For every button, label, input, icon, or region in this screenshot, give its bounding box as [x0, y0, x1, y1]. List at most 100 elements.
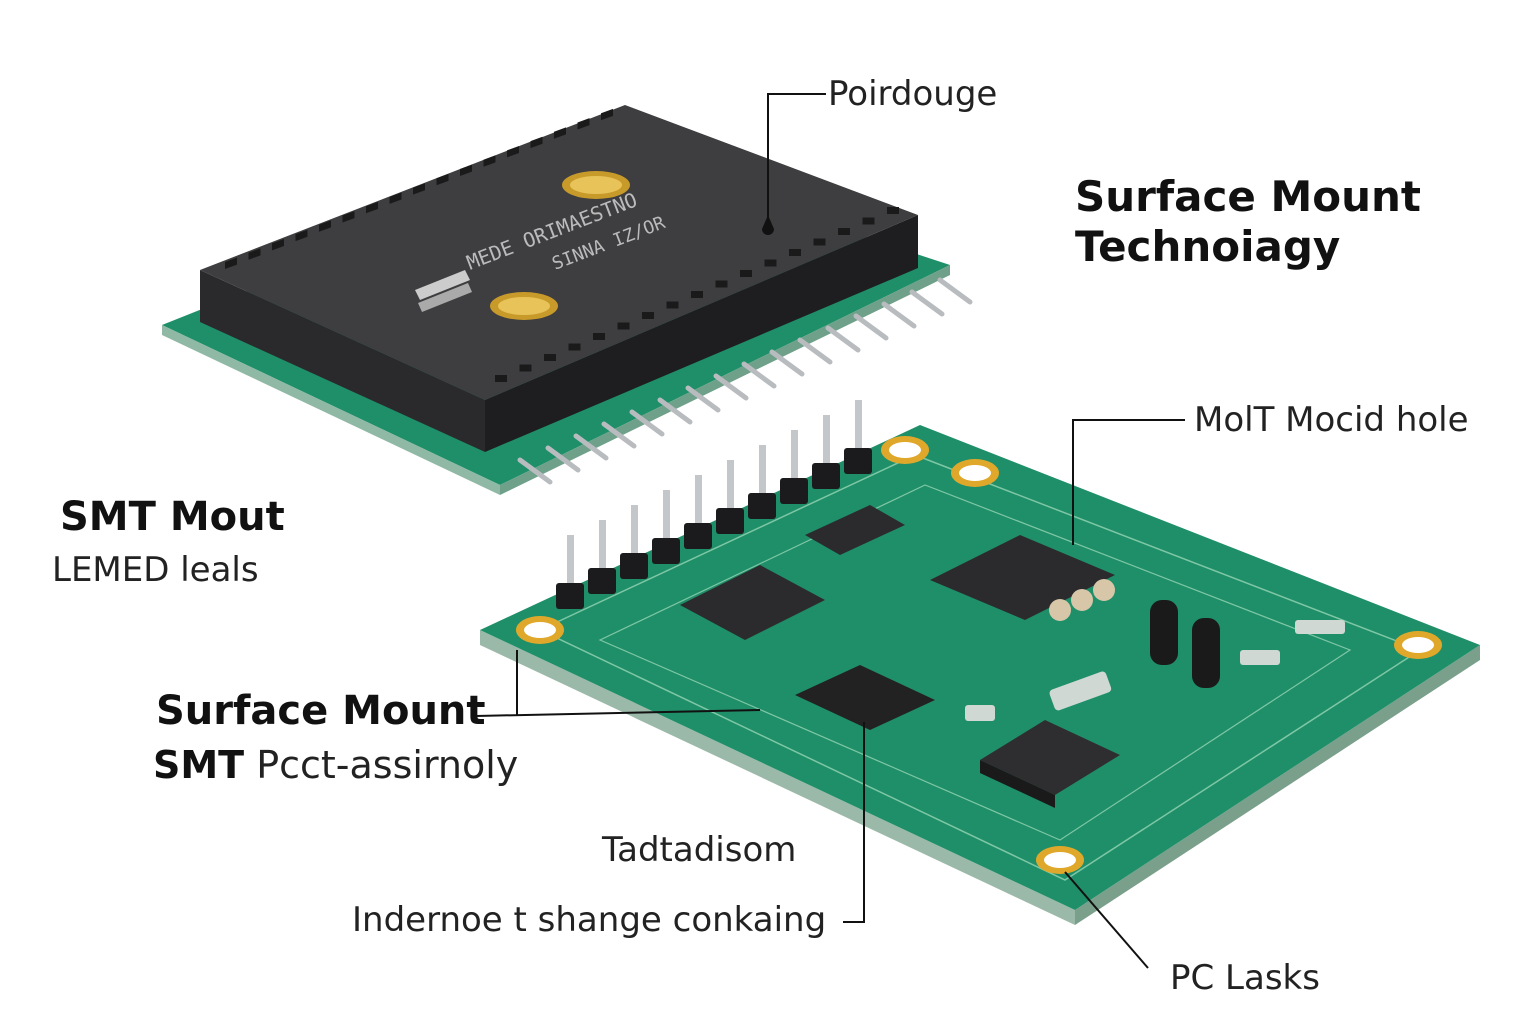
module-pad	[272, 239, 284, 251]
module-pad	[544, 354, 556, 361]
mount-hole-center	[1044, 852, 1076, 868]
header-pin	[631, 505, 638, 560]
mount-hole-center	[1402, 637, 1434, 653]
title-line-2: Technoiagy	[1075, 222, 1341, 271]
left-heading: SMT Mout	[60, 494, 285, 540]
module-pad	[530, 136, 543, 149]
module-pad	[495, 375, 507, 382]
module-lead	[573, 433, 609, 461]
pin-header-row	[556, 400, 872, 609]
module-pad	[413, 183, 425, 195]
smt-module: MEDE ORIMAESTNO SINNA IZ/OR	[200, 105, 918, 452]
ic-chip	[805, 505, 905, 555]
module-lead	[629, 409, 665, 437]
module-pad	[389, 192, 402, 204]
ic-chip	[680, 565, 825, 640]
module-lead	[853, 313, 889, 341]
header-pin	[791, 430, 798, 485]
header-block	[588, 568, 616, 594]
module-lead	[797, 337, 833, 365]
header-pin	[599, 520, 606, 575]
module-pad	[789, 249, 801, 256]
pcb-board	[480, 425, 1480, 925]
header-pin	[759, 445, 766, 500]
module-lead	[937, 277, 973, 305]
module-lead	[545, 445, 581, 473]
module-pad	[740, 270, 752, 277]
module-lead	[881, 301, 917, 329]
header-pin	[695, 475, 702, 530]
module-pad	[666, 301, 679, 309]
module-leads	[517, 277, 973, 485]
callout-top: Poirdouge	[828, 74, 998, 114]
mount-hole-center	[524, 622, 556, 638]
header-block	[748, 493, 776, 519]
header-block	[652, 538, 680, 564]
module-pad	[887, 207, 899, 214]
header-block	[620, 553, 648, 579]
callout-bottom-right: PC Lasks	[1170, 958, 1320, 998]
module-pad	[554, 127, 566, 139]
module-pad	[248, 248, 261, 260]
module-pad	[568, 343, 581, 351]
module-pad	[507, 146, 519, 158]
mid-sub-text: Pcct-assirnoly	[256, 743, 519, 787]
module-pad	[436, 173, 449, 186]
module-pad	[601, 108, 613, 121]
module-lead	[685, 385, 721, 413]
module-pad	[295, 229, 308, 242]
module-pad	[764, 259, 777, 267]
module-pad	[642, 312, 654, 319]
module-lead	[741, 361, 777, 389]
module-lead	[713, 373, 749, 401]
module-pad	[715, 280, 728, 288]
module-pad	[342, 211, 355, 223]
page-title: Surface Mount Technoiagy	[1075, 172, 1421, 272]
header-block	[844, 448, 872, 474]
title-line-1: Surface Mount	[1075, 172, 1422, 221]
header-block	[684, 523, 712, 549]
module-lead	[657, 397, 693, 425]
header-pin	[663, 490, 670, 545]
module-pad	[366, 201, 378, 214]
module-lead	[769, 349, 805, 377]
mount-hole-center	[959, 465, 991, 481]
callout-bottom-2: Indernoe t shange conkaing	[352, 900, 827, 940]
callout-right: MolT Mocid hole	[1194, 400, 1469, 440]
module-pad-row	[225, 108, 899, 382]
module-pad	[862, 217, 875, 225]
capacitor	[1150, 600, 1178, 665]
module-lead	[517, 457, 553, 485]
mid-subheading: SMT Pcct-assirnoly	[153, 743, 518, 787]
header-pin	[855, 400, 862, 455]
mount-hole-center	[889, 442, 921, 458]
module-pad	[691, 291, 703, 298]
ic-chip	[980, 720, 1120, 795]
left-subheading: LEMED leals	[52, 550, 259, 590]
header-block	[812, 463, 840, 489]
capacitor	[1192, 618, 1220, 688]
header-pin	[567, 535, 574, 590]
module-lead	[909, 289, 945, 317]
header-pin	[823, 415, 830, 470]
bga-chip	[795, 665, 935, 730]
header-block	[716, 508, 744, 534]
module-pad	[225, 257, 237, 269]
module-pad	[577, 118, 590, 130]
leader-lines	[475, 93, 1185, 969]
header-block	[780, 478, 808, 504]
module-lead	[825, 325, 861, 353]
module-pad	[483, 155, 496, 167]
header-block	[556, 583, 584, 609]
module-lead	[601, 421, 637, 449]
module-pad	[838, 228, 850, 235]
mid-sub-bold: SMT	[153, 743, 245, 787]
module-pad	[460, 164, 472, 176]
module-pad	[593, 333, 605, 340]
module-pad	[813, 238, 826, 246]
mid-heading: Surface Mount	[156, 688, 486, 734]
module-pad	[617, 322, 630, 330]
module-pad	[519, 364, 532, 372]
main-ic-chip	[930, 535, 1115, 620]
